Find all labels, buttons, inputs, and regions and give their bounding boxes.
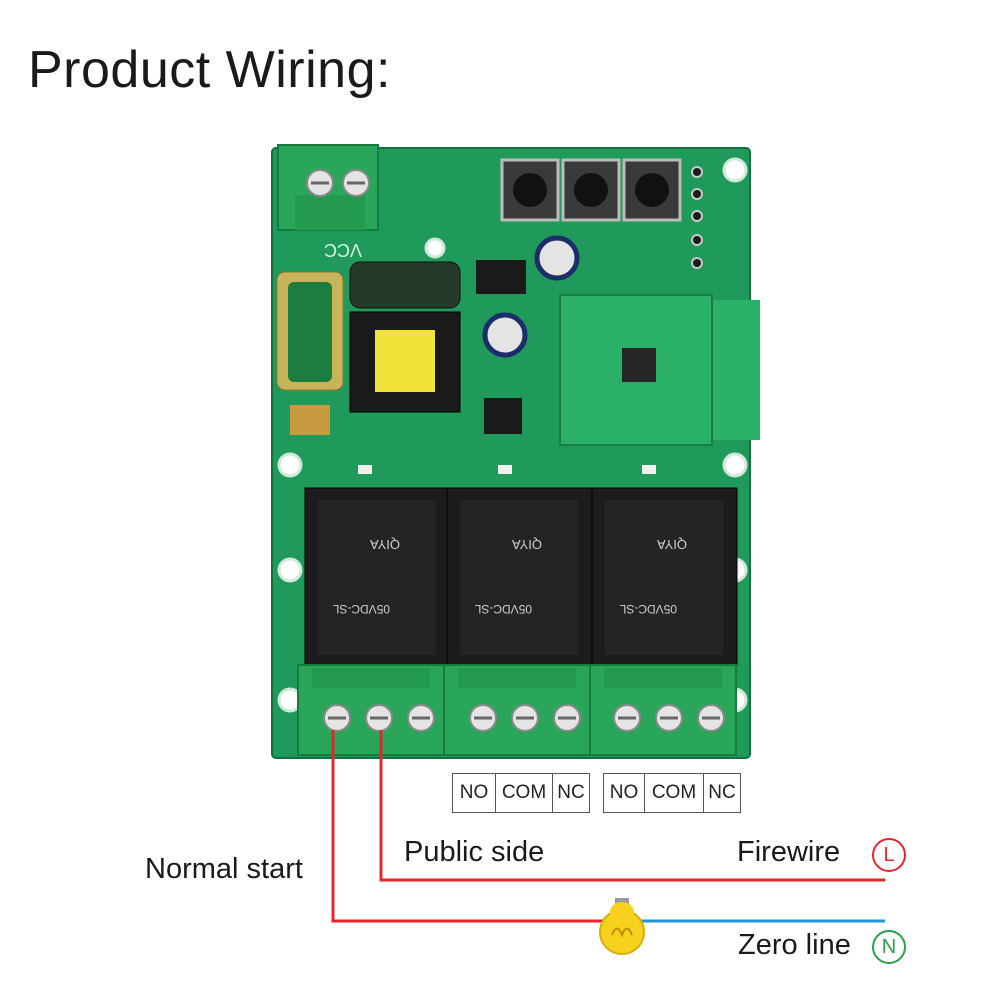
led [498,465,512,474]
relay-brand-text: QIYA [657,537,687,552]
mounting-hole [424,237,446,259]
live-symbol-icon: L [872,838,906,872]
light-bulb-icon [599,898,645,955]
terminal-label-table-1: NO COM NC [452,773,590,813]
firewire-label: Firewire [737,836,841,868]
zero-line-label: Zero line [738,929,851,961]
mounting-hole [277,452,303,478]
terminal-label-no: NO [604,774,645,812]
terminal-block-3 [589,664,737,756]
neutral-wire-red [331,730,615,923]
terminal-label-table-2: NO COM NC [603,773,741,813]
relay-model-text: 05VDC-SL [619,602,677,616]
header-pins [691,166,703,269]
relay-3: QIYA 05VDC-SL [591,487,738,666]
mounting-hole [722,157,748,183]
fuse [290,405,330,435]
relay-brand-text: QIYA [512,537,542,552]
normal-start-label: Normal start [145,853,303,885]
relay-model-text: 05VDC-SL [332,602,390,616]
mounting-hole [722,452,748,478]
terminal-label-no: NO [453,774,496,812]
relay-2: QIYA 05VDC-SL [446,487,593,666]
led [358,465,372,474]
terminal-label-nc: NC [708,782,736,803]
page-title: Product Wiring: [28,41,391,99]
public-side-label: Public side [404,836,545,868]
capacitor-black [349,261,461,309]
relay-brand-text: QIYA [370,537,400,552]
live-wire [379,730,885,882]
wifi-module [559,294,713,446]
capacitor-small [482,312,528,358]
ic-chip [484,398,522,434]
led [642,465,656,474]
terminal-label-nc: NC [557,782,585,803]
relay-1: QIYA 05VDC-SL [304,487,451,666]
terminal-block-1 [297,664,445,756]
neutral-symbol-icon: N [872,930,906,964]
relay-model-text: 05VDC-SL [474,602,532,616]
terminal-label-com: COM [645,774,704,812]
terminal-label-com: COM [496,774,553,812]
regulator-chip [476,260,526,294]
antenna-tab [712,300,760,440]
capacitor-small [534,235,580,281]
silk-vcc-label: VCC [324,240,362,260]
input-terminal [277,144,379,231]
push-buttons [500,158,682,222]
terminal-block-2 [443,664,591,756]
mounting-hole [277,557,303,583]
